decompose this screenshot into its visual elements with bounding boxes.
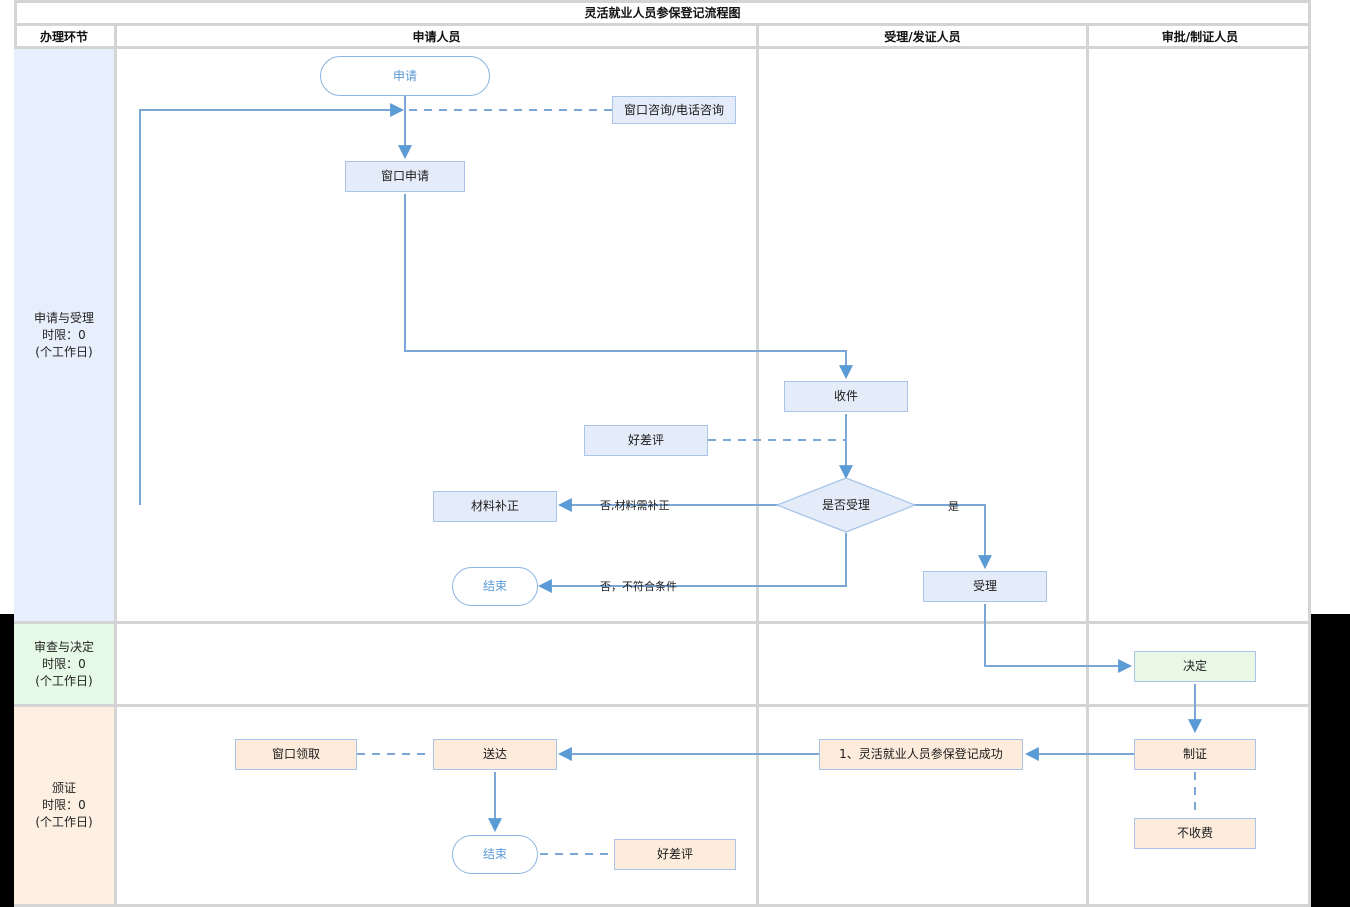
column-header-phase-label: 办理环节 (39, 29, 88, 44)
column-header-applicant-label: 申请人员 (412, 29, 461, 44)
grid-top-border (14, 0, 1311, 3)
grid-col2-divider (1086, 23, 1089, 904)
node-window-apply-label: 窗口申请 (380, 169, 429, 183)
phase-0-unit: (个工作日) (35, 344, 93, 359)
column-header-approver-label: 审批/制证人员 (1161, 29, 1239, 44)
grid-col0-divider (114, 23, 117, 904)
diamond-shape-icon (776, 477, 916, 533)
node-end-top-label: 结束 (482, 579, 507, 593)
node-apply[interactable]: 申请 (320, 56, 490, 96)
node-make-cert[interactable]: 制证 (1134, 739, 1256, 770)
phase-0-limit: 时限：0 (42, 327, 86, 342)
edge-label-not-qualified: 否，不符合条件 (600, 580, 677, 593)
grid-right-border (1308, 0, 1311, 907)
grid-bottom-border (14, 904, 1311, 907)
phase-cell-application: 申请与受理 时限：0 (个工作日) (14, 49, 114, 621)
grid-row1-divider (14, 621, 1311, 624)
node-end-bottom-label: 结束 (482, 847, 507, 861)
node-no-fee[interactable]: 不收费 (1134, 818, 1256, 849)
chart-title: 灵活就业人员参保登记流程图 (14, 2, 1311, 23)
page-edge-bar-left (0, 614, 14, 907)
wire-decision-to-accept (908, 504, 992, 570)
node-result-note-label: 1、灵活就业人员参保登记成功 (839, 747, 1003, 761)
node-decide[interactable]: 决定 (1134, 651, 1256, 682)
grid-header-divider (14, 46, 1311, 49)
column-header-approver: 审批/制证人员 (1089, 25, 1311, 47)
node-end-top[interactable]: 结束 (452, 567, 538, 606)
grid-col1-divider (756, 23, 759, 904)
node-receive-label: 收件 (833, 389, 858, 403)
node-consult[interactable]: 窗口咨询/电话咨询 (612, 96, 736, 124)
node-deliver-label: 送达 (482, 747, 507, 761)
phase-2-unit: (个工作日) (35, 815, 93, 829)
column-header-applicant: 申请人员 (117, 25, 756, 47)
phase-0-name: 申请与受理 (33, 310, 94, 325)
column-header-phase: 办理环节 (14, 25, 114, 47)
node-apply-label: 申请 (392, 68, 417, 83)
node-decide-label: 决定 (1182, 659, 1207, 673)
wire-decision-to-end-top (537, 533, 847, 593)
node-rating-top[interactable]: 好差评 (584, 425, 708, 456)
grid-title-divider (14, 23, 1311, 26)
node-consult-label: 窗口咨询/电话咨询 (623, 102, 725, 117)
phase-2-limit: 时限：0 (42, 798, 86, 812)
node-is-accept[interactable]: 是否受理 (776, 477, 916, 533)
node-window-pickup-label: 窗口领取 (271, 747, 320, 761)
wire-window-apply-to-receive (404, 194, 853, 380)
node-is-accept-label: 是否受理 (821, 497, 870, 512)
node-material-fix[interactable]: 材料补正 (433, 491, 557, 522)
edge-label-yes: 是 (948, 500, 959, 513)
phase-cell-review: 审查与决定 时限：0 (个工作日) (14, 624, 114, 704)
phase-2-name: 颁证 (51, 781, 76, 795)
node-make-cert-label: 制证 (1182, 747, 1207, 761)
node-no-fee-label: 不收费 (1176, 826, 1213, 840)
node-rating-bottom-label: 好差评 (656, 847, 693, 861)
node-window-apply[interactable]: 窗口申请 (345, 161, 465, 192)
node-accept[interactable]: 受理 (923, 571, 1047, 602)
node-accept-label: 受理 (972, 579, 997, 593)
phase-1-unit: (个工作日) (35, 673, 93, 688)
node-receive[interactable]: 收件 (784, 381, 908, 412)
node-material-fix-label: 材料补正 (470, 499, 519, 513)
node-rating-top-label: 好差评 (627, 433, 664, 447)
node-end-bottom[interactable]: 结束 (452, 835, 538, 874)
node-result-note[interactable]: 1、灵活就业人员参保登记成功 (819, 739, 1023, 770)
grid-row2-divider (14, 704, 1311, 707)
chart-title-text: 灵活就业人员参保登记流程图 (584, 6, 741, 20)
edge-label-need-fix: 否,材料需补正 (600, 499, 670, 512)
phase-1-name: 审查与决定 (33, 639, 94, 654)
node-window-pickup[interactable]: 窗口领取 (235, 739, 357, 770)
column-header-acceptor: 受理/发证人员 (759, 25, 1086, 47)
node-rating-bottom[interactable]: 好差评 (614, 839, 736, 870)
wire-accept-to-decide (984, 604, 1133, 673)
column-header-acceptor-label: 受理/发证人员 (884, 29, 961, 44)
node-deliver[interactable]: 送达 (433, 739, 557, 770)
page-edge-bar-right (1311, 614, 1350, 907)
phase-cell-issue: 颁证 时限：0 (个工作日) (14, 707, 114, 904)
phase-1-limit: 时限：0 (42, 656, 86, 671)
